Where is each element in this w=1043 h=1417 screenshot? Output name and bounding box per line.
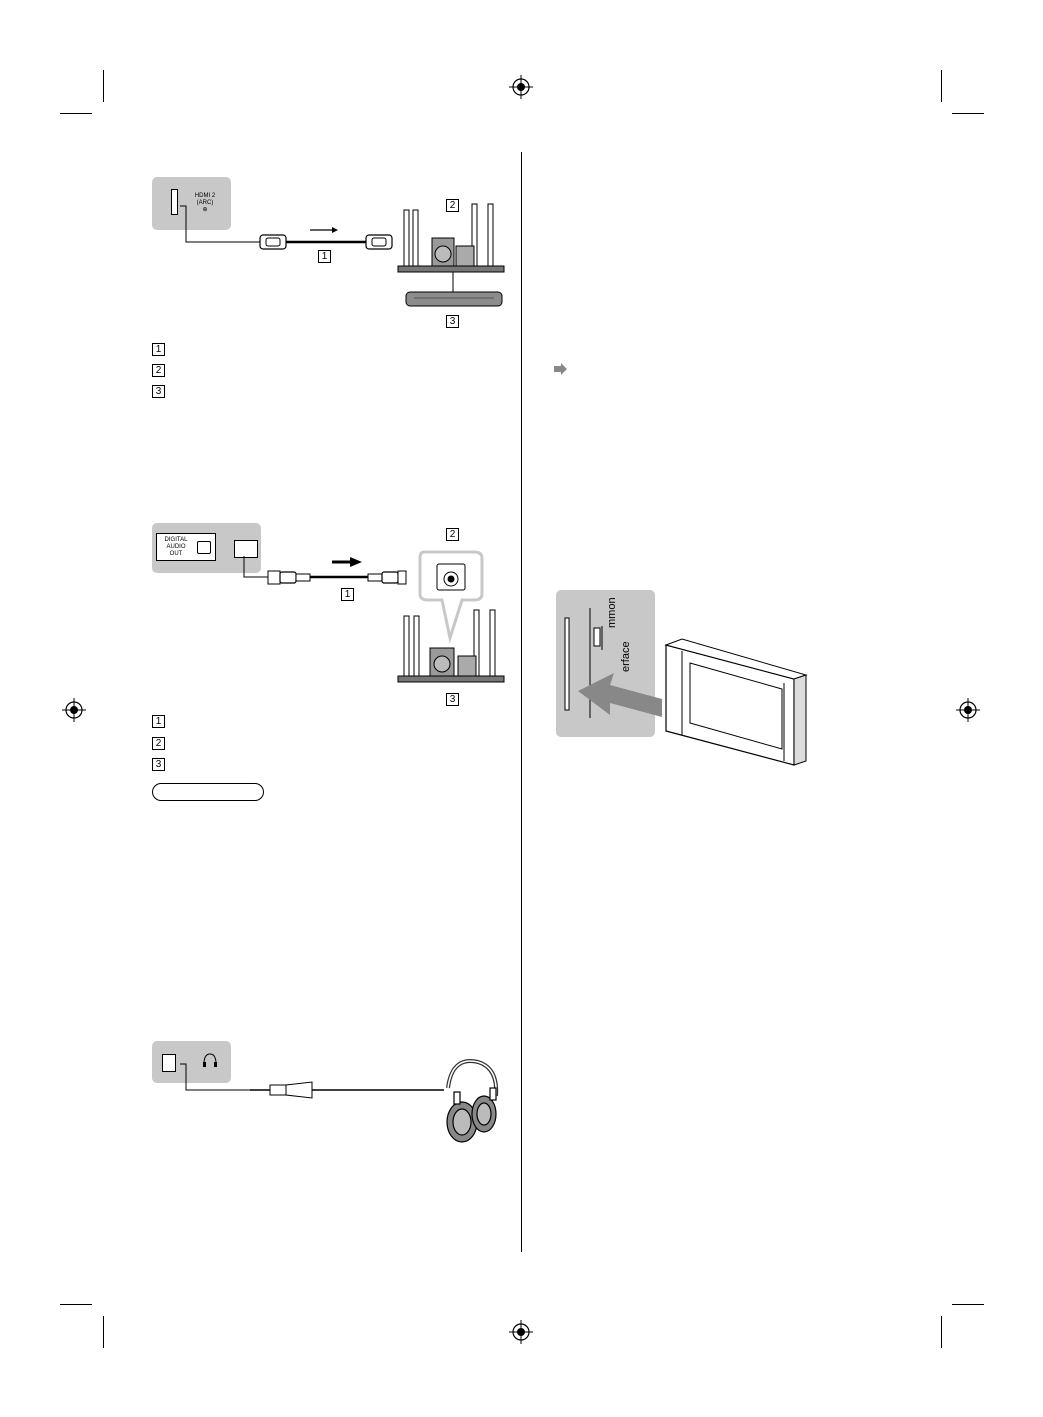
ci-module-icon [578, 638, 808, 766]
optical-port-slot [234, 540, 258, 558]
ci-slot-label-line1: mmon [606, 597, 618, 628]
device-number-box-bottom: 3 [446, 693, 459, 706]
arrow-right-icon [554, 363, 567, 375]
device-number-box: 2 [446, 528, 459, 541]
speaker-system-icon [397, 609, 505, 683]
hdmi-port-label-line1: HDMI 2 [194, 193, 216, 199]
optical-plug-icon [367, 570, 407, 585]
note-pill [152, 783, 264, 801]
trim-mark [952, 1304, 984, 1305]
arrow-right-icon [332, 557, 362, 567]
trim-mark [60, 113, 92, 114]
registration-mark-icon [956, 698, 980, 722]
registration-mark-icon [62, 698, 86, 722]
arrow-right-icon [310, 227, 338, 233]
trim-mark [60, 1304, 92, 1305]
tv-port-panel [152, 177, 231, 230]
hdmi-port-label-line3: ⊕ [202, 207, 208, 213]
legend-number-box: 1 [152, 343, 165, 356]
trim-mark [103, 1316, 104, 1348]
optical-port-label-line3: OUT [169, 551, 183, 557]
optical-port-socket [197, 541, 211, 554]
legend-number-box: 2 [152, 364, 165, 377]
hdmi-plug-icon [365, 234, 393, 250]
legend-number-box: 3 [152, 758, 165, 771]
legend-number-box: 1 [152, 715, 165, 728]
column-divider [521, 152, 522, 1252]
hdmi-port-slot [171, 189, 178, 215]
device-number-box-bottom: 3 [446, 315, 459, 328]
hdmi-plug-icon [259, 234, 287, 250]
speaker-system-icon [397, 203, 505, 273]
ci-slot-label: mmon [606, 558, 618, 628]
cable-number-box: 1 [318, 250, 331, 263]
legend-number-box: 2 [152, 737, 165, 750]
headphones-icon [203, 1053, 217, 1067]
registration-mark-icon [509, 1320, 533, 1344]
trim-mark [103, 70, 104, 102]
trim-mark [941, 70, 942, 102]
headphone-port-slot [162, 1054, 176, 1072]
headphone-cable-diagram [180, 1053, 499, 1143]
tv-side-panel [556, 590, 655, 737]
trim-mark [941, 1316, 942, 1348]
optical-port-label-line2: AUDIO [166, 544, 186, 550]
optical-cable-diagram [243, 550, 505, 683]
trim-mark [952, 113, 984, 114]
device-number-box: 2 [446, 199, 459, 212]
cable-number-box: 1 [341, 588, 354, 601]
hdmi-port-label: HDMI 2 (ARC) ⊕ [190, 193, 220, 214]
headphones-icon [446, 1059, 499, 1143]
hdmi-port-label-line2: (ARC) [196, 200, 214, 206]
registration-mark-icon [509, 75, 533, 99]
optical-plug-icon [267, 570, 311, 585]
optical-port-label: DIGITAL AUDIO OUT [160, 537, 192, 558]
legend-number-box: 3 [152, 385, 165, 398]
optical-port-label-line1: DIGITAL [164, 537, 188, 543]
hdmi-cable-diagram [180, 203, 505, 307]
